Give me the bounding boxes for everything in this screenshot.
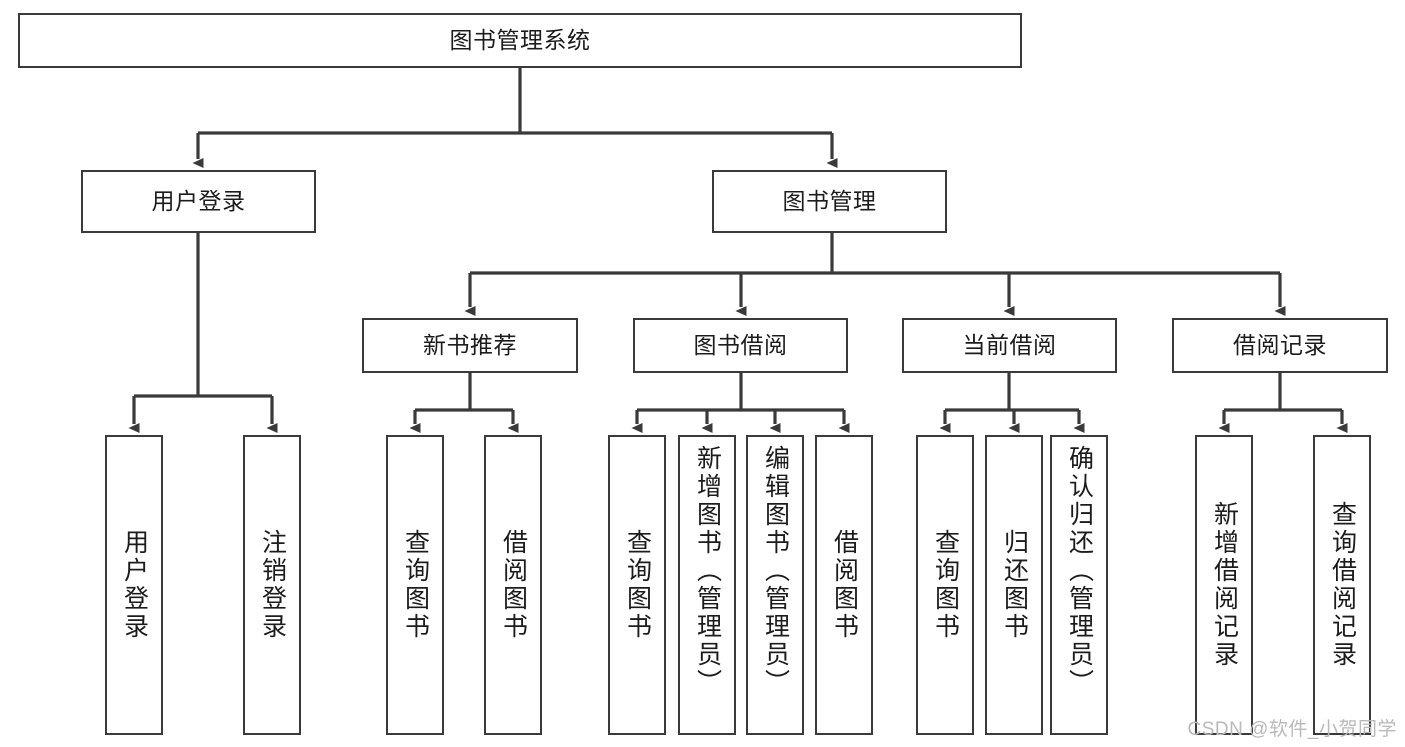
node-leaf[interactable]: 查询图书 [386, 435, 444, 735]
node-book-management[interactable]: 图书管理 [712, 170, 947, 233]
node-leaf[interactable]: 借阅图书 [815, 435, 873, 735]
node-book-management-label: 图书管理 [782, 187, 877, 214]
node-leaf[interactable]: 注销登录 [243, 435, 301, 735]
node-leaf[interactable]: 新增图书（管理员） [678, 435, 736, 735]
node-leaf-label: 查询图书 [401, 529, 430, 641]
node-leaf-label: 注销登录 [258, 529, 287, 641]
node-root-system[interactable]: 图书管理系统 [18, 13, 1022, 68]
node-leaf-label: 借阅图书 [499, 529, 528, 641]
node-leaf-label: 查询图书 [623, 529, 652, 641]
node-leaf[interactable]: 归还图书 [985, 435, 1043, 735]
node-leaf-label: 查询借阅记录 [1328, 501, 1357, 669]
node-new-book-recommend[interactable]: 新书推荐 [362, 318, 578, 373]
node-book-borrow[interactable]: 图书借阅 [633, 318, 848, 373]
edge-group-book-management [464, 233, 1286, 316]
node-leaf-label: 用户登录 [120, 529, 149, 641]
node-leaf-label: 查询图书 [931, 529, 960, 641]
node-new-book-recommend-label: 新书推荐 [423, 331, 517, 358]
node-book-borrow-label: 图书借阅 [693, 331, 788, 358]
node-current-borrow-label: 当前借阅 [962, 331, 1057, 358]
node-leaf[interactable]: 编辑图书（管理员） [746, 435, 804, 735]
node-user-login-label: 用户登录 [151, 187, 246, 214]
node-leaf-label: 确认归还（管理员） [1065, 445, 1094, 697]
node-leaf[interactable]: 用户登录 [105, 435, 163, 735]
node-leaf[interactable]: 确认归还（管理员） [1050, 435, 1108, 735]
node-leaf[interactable]: 新增借阅记录 [1195, 435, 1253, 735]
edge-group-book-borrow [631, 373, 850, 433]
edge-group-borrow-record [1218, 373, 1348, 433]
node-root-label: 图书管理系统 [449, 26, 591, 53]
edge-group-root [192, 68, 838, 168]
edge-group-user-login [128, 233, 278, 433]
node-leaf[interactable]: 借阅图书 [484, 435, 542, 735]
node-leaf[interactable]: 查询图书 [608, 435, 666, 735]
node-leaf-label: 编辑图书（管理员） [761, 445, 790, 697]
node-borrow-record[interactable]: 借阅记录 [1172, 318, 1388, 373]
node-leaf-label: 借阅图书 [830, 529, 859, 641]
node-current-borrow[interactable]: 当前借阅 [902, 318, 1117, 373]
node-leaf[interactable]: 查询图书 [916, 435, 974, 735]
edge-group-current-borrow [939, 373, 1085, 433]
csdn-watermark: CSDN @软件_小贺同学 [1187, 719, 1397, 740]
node-leaf[interactable]: 查询借阅记录 [1313, 435, 1371, 735]
edge-group-new-book [409, 373, 519, 433]
node-borrow-record-label: 借阅记录 [1233, 331, 1327, 358]
node-leaf-label: 新增借阅记录 [1210, 501, 1239, 669]
node-leaf-label: 新增图书（管理员） [693, 445, 722, 697]
node-user-login[interactable]: 用户登录 [81, 170, 316, 233]
node-leaf-label: 归还图书 [1000, 529, 1029, 641]
